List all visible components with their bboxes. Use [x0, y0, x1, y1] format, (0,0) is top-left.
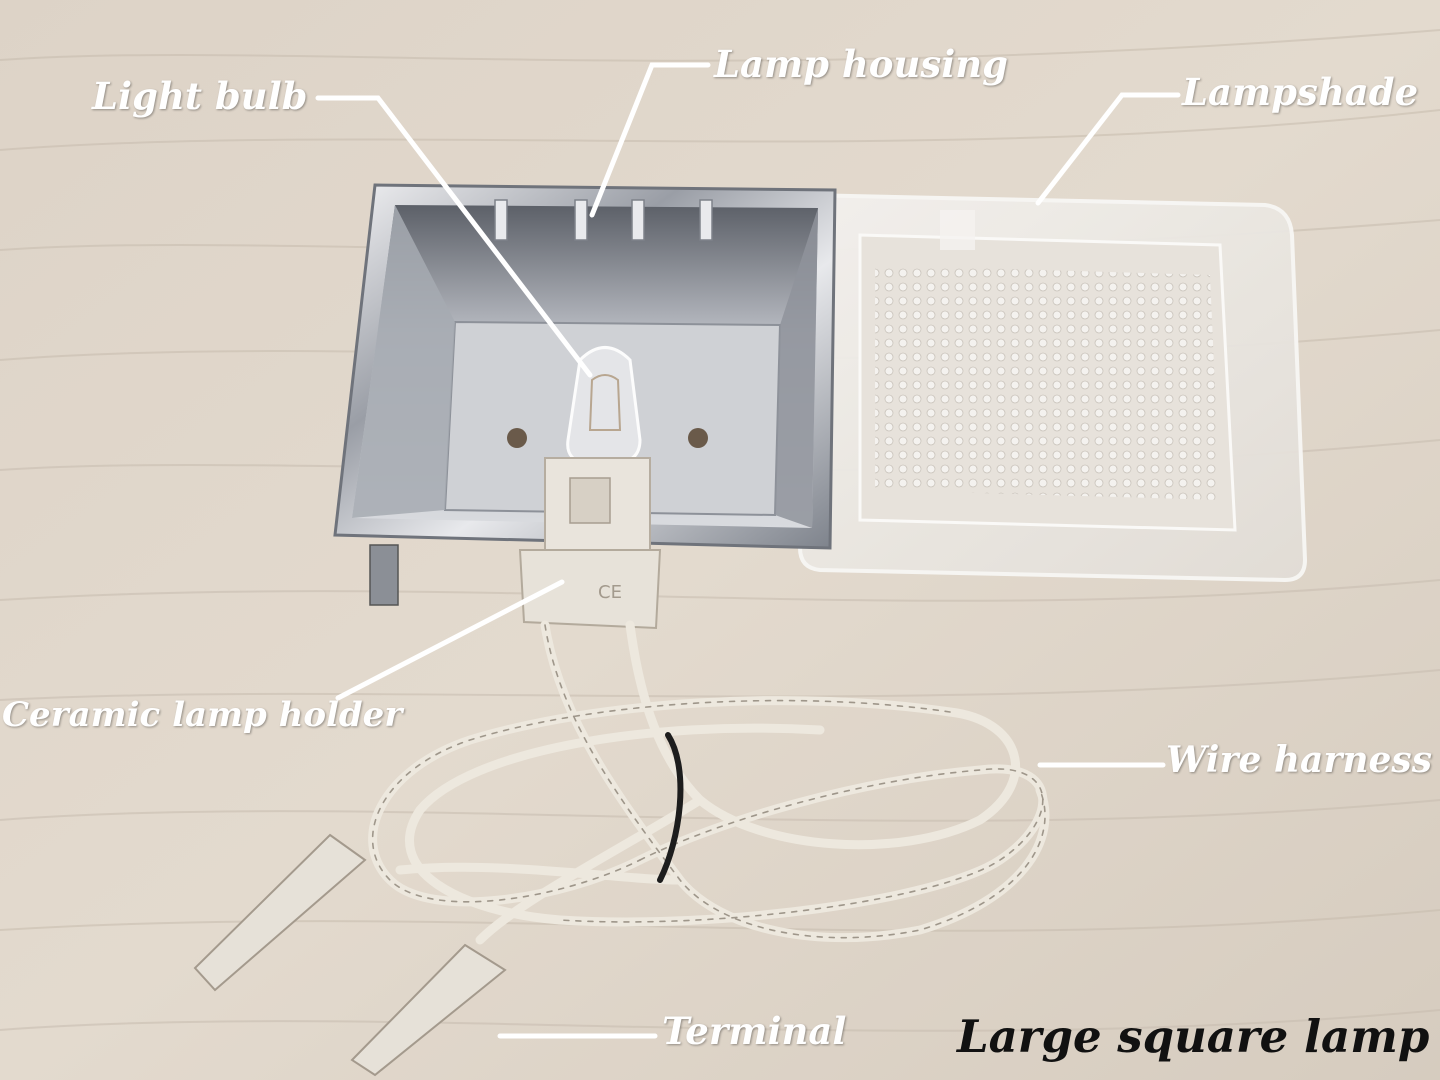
label-ceramic-lamp-holder: Ceramic lamp holder [2, 695, 403, 735]
label-lampshade: Lampshade [1182, 70, 1419, 114]
ceramic-lamp-holder: CE [518, 457, 662, 630]
label-terminal: Terminal [662, 1009, 847, 1053]
label-lamp-housing: Lamp housing [714, 42, 1009, 86]
leader-lines [315, 62, 1181, 1039]
wire-harness [368, 620, 1050, 945]
holder-markings: CE [598, 582, 622, 603]
label-light-bulb: Light bulb [92, 74, 308, 118]
label-wire-harness: Wire harness [1166, 739, 1432, 781]
terminals [193, 833, 507, 1077]
light-bulb [566, 346, 642, 466]
lampshade [797, 192, 1308, 583]
caption-large-square-lamp: Large square lamp [957, 1010, 1430, 1063]
